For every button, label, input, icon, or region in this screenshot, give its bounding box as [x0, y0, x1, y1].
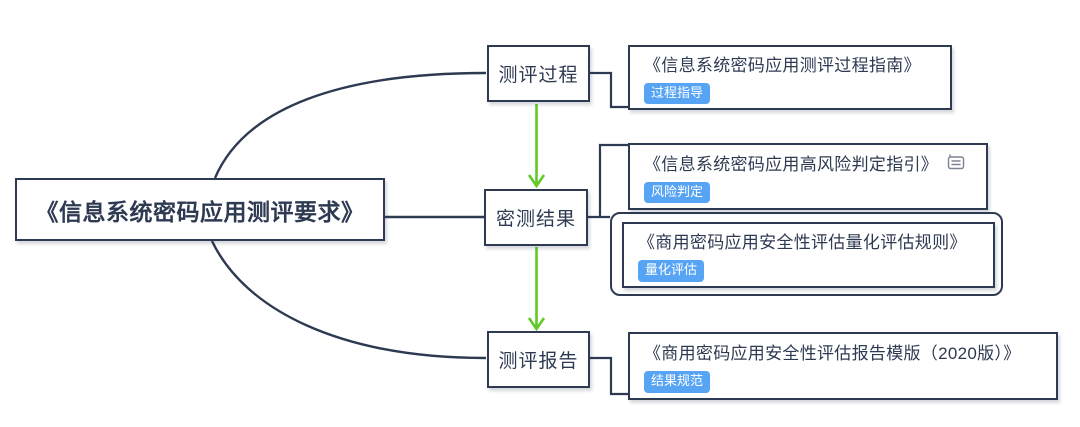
doc-title-text: 《商用密码应用安全性评估报告模版（2020版）》: [644, 344, 1021, 364]
elbow-branch3-to-doc4: [590, 356, 629, 396]
branch-topic-ceping-guocheng[interactable]: 测评过程: [487, 45, 590, 102]
tag-badge: 风险判定: [644, 181, 711, 204]
root-topic[interactable]: 《信息系统密码应用测评要求》: [15, 178, 385, 241]
doc-title: 《信息系统密码应用测评过程指南》: [644, 51, 921, 76]
tag-badge: 量化评估: [638, 260, 705, 282]
note-icon[interactable]: [947, 154, 965, 170]
doc-title-text: 《商用密码应用安全性评估量化评估规则》: [638, 233, 967, 253]
doc-title: 《信息系统密码应用高风险判定指引》: [644, 150, 965, 175]
curve-root-to-branch3: [210, 240, 487, 360]
doc-topic-lianghua-pinggu-guize[interactable]: 《商用密码应用安全性评估量化评估规则》 量化评估: [622, 222, 995, 288]
elbow-branch1-to-doc1: [590, 71, 629, 109]
green-arrow-1: [527, 104, 546, 189]
branch-topic-mice-jieguo[interactable]: 密测结果: [484, 189, 588, 246]
group-boundary[interactable]: [610, 212, 1003, 296]
tag-badge: 结果规范: [644, 371, 711, 393]
doc-title-text: 《信息系统密码应用测评过程指南》: [644, 55, 921, 75]
doc-title-text: 《信息系统密码应用高风险判定指引》: [644, 154, 939, 174]
branch-topic-ceping-baogao[interactable]: 测评报告: [487, 331, 590, 388]
doc-title: 《商用密码应用安全性评估报告模版（2020版）》: [644, 339, 1021, 364]
curve-root-to-branch1: [213, 71, 487, 179]
doc-title: 《商用密码应用安全性评估量化评估规则》: [638, 228, 967, 253]
branch-topic-label: 密测结果: [495, 209, 576, 230]
tag-badge: 过程指导: [644, 82, 711, 105]
root-topic-label: 《信息系统密码应用测评要求》: [35, 198, 365, 225]
doc-topic-guocheng-zhinan[interactable]: 《信息系统密码应用测评过程指南》 过程指导: [628, 45, 952, 110]
doc-topic-gaofengxian-zhiyin[interactable]: 《信息系统密码应用高风险判定指引》 风险判定: [628, 143, 988, 210]
green-arrow-2: [527, 247, 546, 332]
branch-topic-label: 测评过程: [498, 65, 579, 86]
doc-topic-baogao-muban[interactable]: 《商用密码应用安全性评估报告模版（2020版）》 结果规范: [628, 332, 1058, 400]
elbow-branch2-to-doc2: [598, 143, 629, 217]
branch-topic-label: 测评报告: [498, 351, 579, 372]
